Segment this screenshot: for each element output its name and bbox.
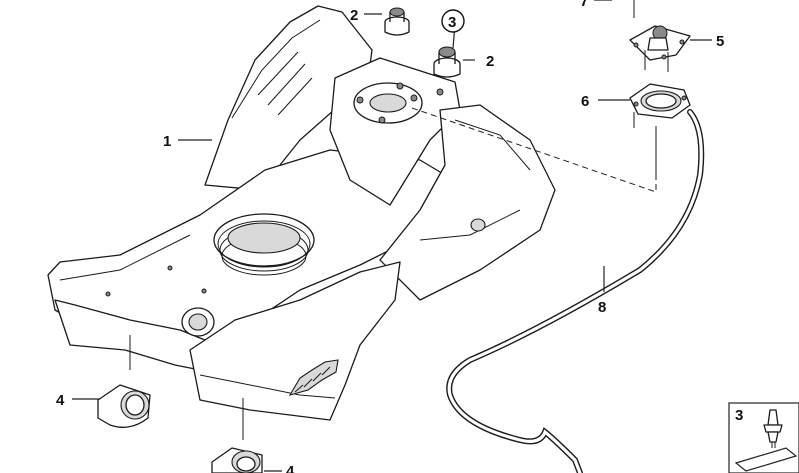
fuel-tank-icon[interactable] bbox=[47, 5, 556, 440]
callout-3-inset: 3 bbox=[735, 407, 743, 424]
rubber-bushing-icon[interactable] bbox=[211, 447, 263, 473]
vent-hose-icon[interactable] bbox=[446, 109, 705, 473]
callout-2-right: 2 bbox=[486, 53, 494, 70]
callout-7: 7 bbox=[580, 0, 588, 10]
callout-5: 5 bbox=[716, 33, 724, 50]
sealing-ring-icon[interactable] bbox=[629, 83, 691, 128]
push-clip-inset bbox=[728, 402, 799, 473]
callout-1: 1 bbox=[163, 133, 171, 150]
callout-3-top: 3 bbox=[448, 14, 456, 31]
callout-4-bottom: 4 bbox=[286, 463, 295, 473]
callout-2-top: 2 bbox=[350, 7, 358, 24]
rubber-grommet-icon[interactable] bbox=[433, 46, 461, 78]
callout-3-circled: 3 bbox=[441, 9, 465, 33]
fuel-level-sender-icon[interactable] bbox=[629, 0, 691, 72]
push-clip-icon bbox=[763, 409, 783, 448]
callout-4-left: 4 bbox=[56, 392, 65, 409]
callout-8: 8 bbox=[598, 299, 606, 316]
rubber-grommet-icon[interactable] bbox=[384, 7, 410, 36]
callout-6: 6 bbox=[581, 93, 589, 110]
rubber-bushing-icon[interactable] bbox=[97, 384, 151, 428]
